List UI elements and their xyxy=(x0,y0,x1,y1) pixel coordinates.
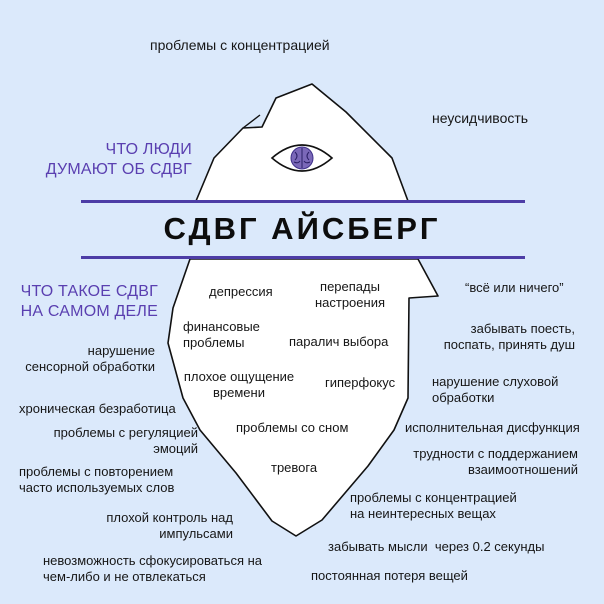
iceberg-body xyxy=(167,258,439,537)
inside-item-mood-swings: перепады настроения xyxy=(314,279,386,310)
left-item-unemployment: хроническая безработица xyxy=(19,401,176,416)
left-item-word-repetition: проблемы с повторением часто используемы… xyxy=(19,464,175,495)
left-item-sensory: нарушение сенсорной обработки xyxy=(25,343,155,374)
right-item-all-or-nothing: “всё или ничего” xyxy=(465,280,564,295)
right-item-relationships: трудности с поддержанием взаимоотношений xyxy=(413,446,578,477)
left-item-impulse-control: плохой контроль над импульсами xyxy=(106,510,233,541)
right-item-executive: исполнительная дисфункция xyxy=(405,420,580,435)
inside-item-depression: депрессия xyxy=(209,284,273,299)
inside-item-sleep: проблемы со сном xyxy=(236,420,349,435)
right-item-auditory: нарушение слуховой обработки xyxy=(432,374,559,405)
right-item-forget-eat: забывать поесть, поспать, принять душ xyxy=(443,321,575,352)
above-item-concentration: проблемы с концентрацией xyxy=(150,37,330,53)
right-item-losing-things: постоянная потеря вещей xyxy=(311,568,468,583)
page-title: СДВГ АЙСБЕРГ xyxy=(163,211,441,246)
iceberg-tip-edge xyxy=(242,114,261,129)
right-item-boring-concentration: проблемы с концентрацией на неинтересных… xyxy=(350,490,517,521)
inside-item-time-sense: плохое ощущение времени xyxy=(183,369,295,400)
inside-item-anxiety: тревога xyxy=(271,460,318,475)
right-item-forget-thoughts: забывать мысли через 0.2 секунды xyxy=(328,539,545,554)
waterline-top xyxy=(81,200,525,203)
inside-item-financial: финансовые проблемы xyxy=(183,319,260,350)
left-item-emotion-regulation: проблемы с регуляцией эмоций xyxy=(53,425,198,456)
eye-brain-icon xyxy=(270,144,334,172)
above-item-restlessness: неусидчивость xyxy=(432,110,529,126)
label-what-adhd-really-is: ЧТО ТАКОЕ СДВГ НА САМОМ ДЕЛЕ xyxy=(20,283,158,320)
left-item-focus: невозможность сфокусироваться на чем-либ… xyxy=(43,553,263,584)
iceberg-tip xyxy=(195,83,409,202)
inside-item-choice-paralysis: паралич выбора xyxy=(289,334,389,349)
inside-item-hyperfocus: гиперфокус xyxy=(325,375,396,390)
waterline-bottom xyxy=(81,256,525,259)
label-what-people-think: ЧТО ЛЮДИ ДУМАЮТ ОБ СДВГ xyxy=(45,141,192,178)
